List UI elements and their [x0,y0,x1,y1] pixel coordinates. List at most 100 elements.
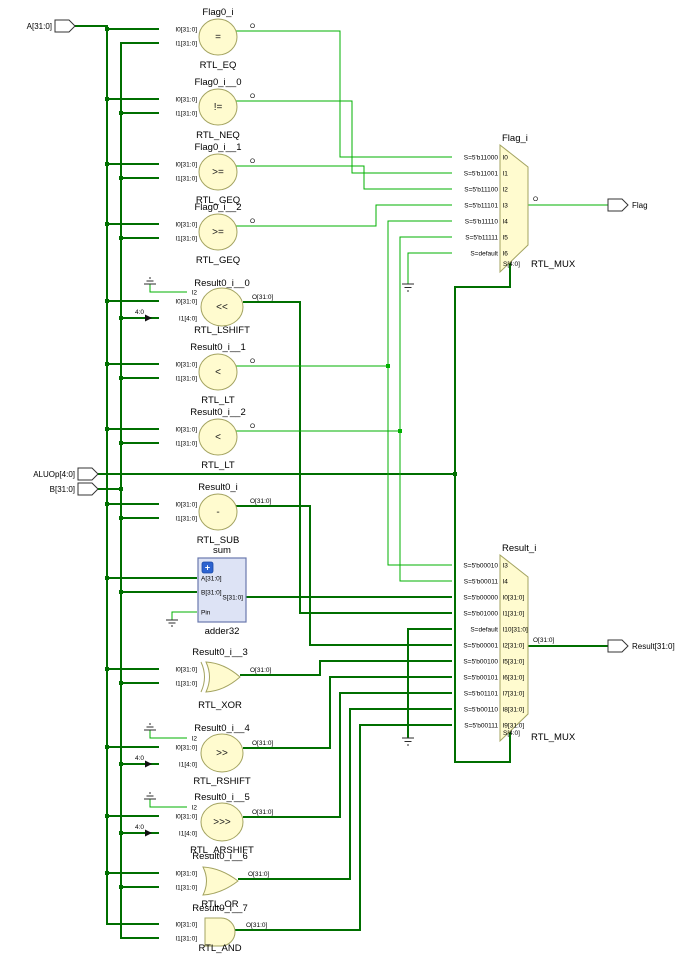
cell-rtl-eq[interactable]: Flag0_i = I0[31:0] I1[31:0] O RTL_EQ [175,7,255,71]
mux-row: S=5'b00101 I6[31:0] [463,675,524,682]
cell-body[interactable] [200,287,244,327]
cell-rtl-geq-1[interactable]: Flag0_i__1 >= I0[31:0] I1[31:0] O RTL_GE… [175,142,255,206]
pin-label-i1: I1[31:0] [175,236,197,243]
cell-rtl-arshift[interactable]: Result0_i__5 >>> I2 I0[31:0] I1[4:0] O[3… [175,792,273,856]
cell-rtl-neq[interactable]: Flag0_i__0 != I0[31:0] I1[31:0] O RTL_NE… [175,77,255,141]
pin-label-b: B[31:0] [201,590,222,597]
mux-row: S=5'b11100 I2 [464,187,508,194]
pin-label-i0: I0[31:0] [175,162,197,169]
ground-adder-cin[interactable] [166,619,178,627]
pin-label-i2: I2 [192,736,198,743]
mux-body[interactable] [499,553,529,743]
slice-label: 4:0 [135,824,144,831]
instance-label: Flag0_i [202,7,233,18]
port-a[interactable]: A[31:0] [27,19,76,33]
port-aluop[interactable]: ALUOp[4:0] [33,467,99,481]
cell-body[interactable] [198,213,238,251]
junction-dots [105,27,457,889]
ground-rshift[interactable] [144,723,156,731]
net-neq-out [236,100,452,174]
cell-result-mux[interactable]: Result_i S=5'b00010 I3 S=5'b00011 I4 S=5… [463,543,576,743]
mux-select-label: S=5'b11100 [464,187,498,194]
port-b[interactable]: B[31:0] [50,482,99,496]
cell-rtl-geq-2[interactable]: Flag0_i__2 >= I0[31:0] I1[31:0] O RTL_GE… [175,202,255,266]
cell-body[interactable] [198,493,238,531]
cell-rtl-lshift[interactable]: Result0_i__0 << I2 I0[31:0] I1[4:0] O[31… [175,278,273,336]
pin-label-o: O [250,23,255,30]
cell-body[interactable] [198,418,238,456]
mux-pin-label: I8[31:0] [503,707,525,714]
cell-body[interactable] [205,661,241,693]
cell-rtl-lt-2[interactable]: Result0_i__2 < I0[31:0] I1[31:0] O RTL_L… [175,407,255,471]
port-result[interactable]: Result[31:0] [607,639,675,653]
net-geq1-out [236,165,452,190]
mux-row: S=default I10[31:0] [470,627,528,634]
mux-pin-label: I1 [503,171,509,178]
nets-flag-inputs[interactable] [149,30,608,808]
mux-row: S=5'b01000 I1[31:0] [463,611,524,618]
instance-label: Result0_i__3 [192,647,247,658]
pin-label-i1: I1[4:0] [179,762,197,769]
op-symbol: != [214,102,223,113]
instance-label: Result0_i__2 [190,407,245,418]
net-or-out [238,708,452,880]
instance-label: Result0_i__6 [192,851,247,862]
cell-body[interactable] [198,18,238,56]
op-symbol: < [215,432,221,443]
cell-rtl-sub[interactable]: Result0_i - I0[31:0] I1[31:0] O[31:0] RT… [175,482,271,546]
ground-result-mux[interactable] [402,737,414,746]
port-flag[interactable]: Flag [607,198,648,212]
instance-label: Flag_i [502,133,528,144]
cell-flag-mux[interactable]: Flag_i S=5'b11000 I0 S=5'b11001 I1 S=5'b… [464,133,576,274]
cell-rtl-or[interactable]: Result0_i__6 I0[31:0] I1[31:0] O[31:0] R… [175,851,269,910]
cell-body[interactable] [198,153,238,191]
nets-result-inputs[interactable] [235,301,608,931]
instance-label: Result0_i__1 [190,342,245,353]
cell-body[interactable] [200,802,244,842]
net-lshift-out [243,301,452,614]
mux-select-label: S=5'b01101 [464,691,499,698]
cell-adder32[interactable]: sum + A[31:0] B[31:0] Pin S[31:0] adder3… [197,545,247,637]
cell-body[interactable] [202,866,239,896]
mux-body[interactable] [499,143,529,274]
mux-row: S=5'b00110 I8[31:0] [464,707,525,714]
port-label: B[31:0] [50,485,75,494]
pin-label-i0: I0[31:0] [175,502,197,509]
ground-arshift[interactable] [144,792,156,800]
net-aluop[interactable] [98,262,511,763]
xor-input-arc [200,661,205,693]
pin-label-i1: I1[31:0] [175,516,197,523]
mux-pin-label: I6 [503,251,509,258]
cell-body[interactable] [204,917,236,947]
op-symbol: >>> [213,817,231,828]
bus-slice-marker [145,314,152,322]
net-lshift-gnd [149,284,187,293]
cell-rtl-xor[interactable]: Result0_i__3 I0[31:0] I1[31:0] O[31:0] R… [175,647,271,711]
instance-label: Result0_i__7 [192,903,247,914]
op-symbol: = [215,32,221,43]
pin-label-i1: I1[31:0] [175,376,197,383]
pin-label-i0: I0[31:0] [175,27,197,34]
mux-pin-label: I6[31:0] [503,675,525,682]
mux-row: S=5'b11110 I4 [465,219,509,226]
mux-select-label: S=5'b00000 [463,595,498,602]
bus-slice-rshift: 4:0 [135,755,152,768]
bus-slice-lshift: 4:0 [135,309,152,322]
cell-body[interactable] [198,353,238,391]
mux-pin-label: I2 [503,187,509,194]
mux-select-label: S=default [470,251,498,258]
bus-slice-arshift: 4:0 [135,824,152,837]
mux-row: S=5'b00100 I5[31:0] [463,659,524,666]
port-label: Result[31:0] [632,642,675,651]
cell-rtl-rshift[interactable]: Result0_i__4 >> I2 I0[31:0] I1[4:0] O[31… [175,723,273,787]
ground-lshift[interactable] [144,277,156,285]
cell-body[interactable] [198,88,238,126]
mux-row: S=default I6 [470,251,508,258]
ground-flag-mux[interactable] [402,283,414,292]
cell-rtl-and[interactable]: Result0_i__7 I0[31:0] I1[31:0] O[31:0] R… [175,903,267,954]
cell-body[interactable] [200,733,244,773]
cell-rtl-lt-1[interactable]: Result0_i__1 < I0[31:0] I1[31:0] O RTL_L… [175,342,255,406]
type-label: RTL_EQ [200,60,237,71]
pin-label-o: O[31:0] [533,637,555,644]
